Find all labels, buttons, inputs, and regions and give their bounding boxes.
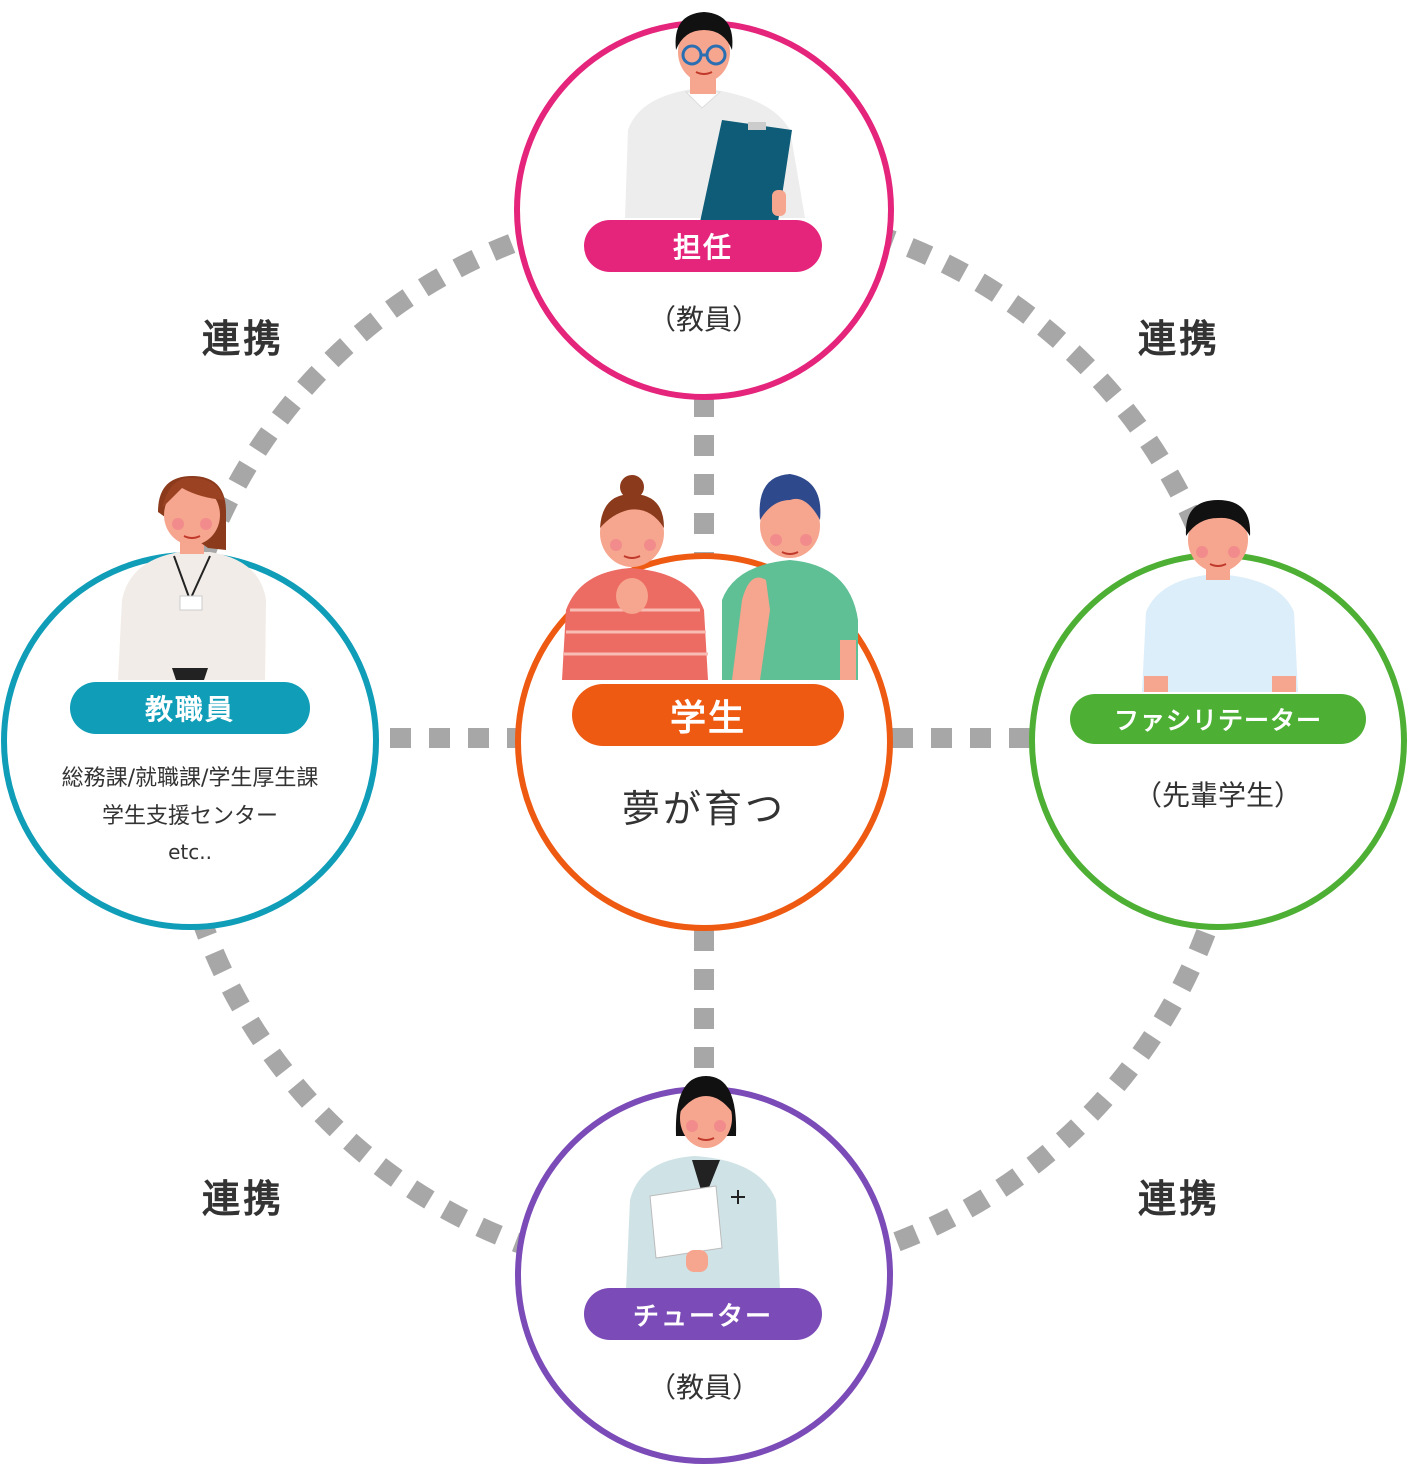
tutor-subtitle: （教員）: [647, 1371, 760, 1404]
teacher-subtitle: （教員）: [647, 303, 760, 336]
facilitator-title-badge: ファシリテーター: [1070, 694, 1366, 744]
teacher-illustration: [625, 12, 805, 222]
link-label-top-left: 連携: [202, 317, 285, 361]
staff-title-badge: 教職員: [70, 682, 310, 734]
staff-illustration: [118, 476, 266, 680]
staff-subtitle-line-1: 総務課/就職課/学生厚生課: [61, 766, 319, 791]
staff-subtitle-line-3: etc..: [168, 840, 212, 864]
student-subtitle: 夢が育つ: [621, 787, 786, 831]
link-label-top-right: 連携: [1138, 317, 1221, 361]
tutor-illustration: [626, 1076, 780, 1290]
facilitator-subtitle: （先輩学生）: [1133, 779, 1302, 812]
teacher-title-badge: 担任: [584, 220, 822, 272]
tutor-title-badge: チューター: [584, 1288, 822, 1340]
students-illustration: [562, 474, 858, 680]
link-label-bottom-right: 連携: [1138, 1177, 1221, 1221]
facilitator-illustration: [1142, 500, 1298, 692]
student-title-badge: 学生: [572, 684, 844, 746]
staff-subtitle-line-2: 学生支援センター: [101, 804, 278, 829]
link-label-bottom-left: 連携: [202, 1177, 285, 1221]
